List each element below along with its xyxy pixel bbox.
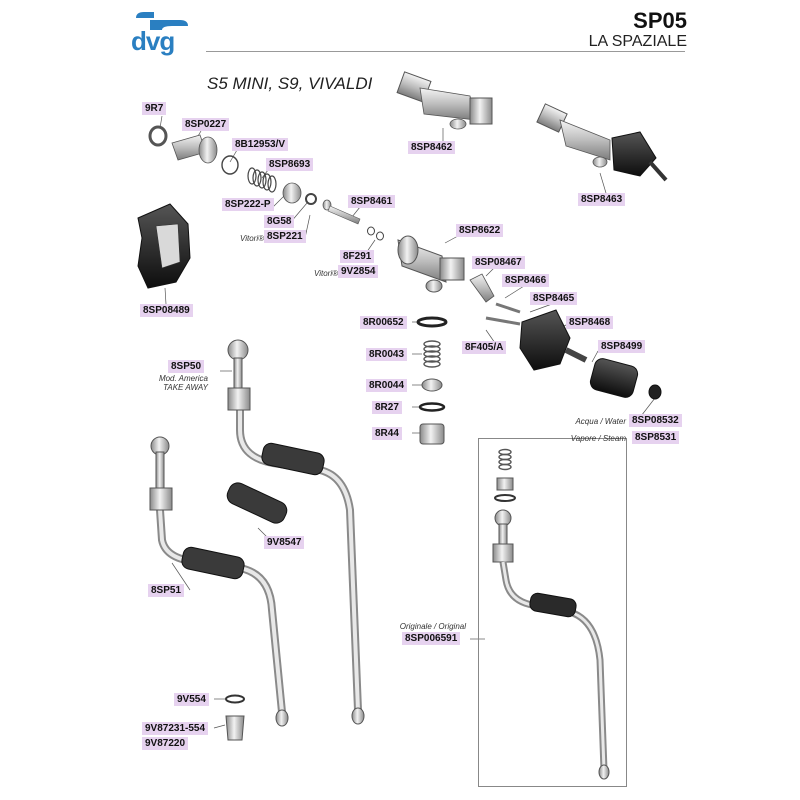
faucet-logo-icon (136, 12, 188, 30)
part-label-8sp8499: 8SP8499 (598, 340, 646, 353)
viton-note-2: Vitori® (314, 269, 338, 278)
part-label-8sp50: 8SP50 (168, 360, 205, 373)
grip-9v8547 (226, 482, 288, 524)
steam-note: Vapore / Steam (570, 434, 626, 443)
part-label-8sp51: 8SP51 (148, 584, 185, 597)
part-label-8sp8468: 8SP8468 (566, 316, 614, 329)
valve-body-8sp8622 (397, 235, 521, 326)
part-label-8sp8461: 8SP8461 (348, 195, 396, 208)
part-label-9r7: 9R7 (142, 102, 167, 115)
part-label-9v8547: 9V8547 (264, 536, 305, 549)
part-label-8sp8466: 8SP8466 (502, 274, 550, 287)
water-note: Acqua / Water (575, 417, 626, 426)
part-label-8sp8531: 8SP8531 (632, 431, 680, 444)
original-note: Originale / Original (399, 622, 466, 631)
part-label-8sp222p: 8SP222-P (222, 198, 274, 211)
valve-parts-group (148, 125, 384, 241)
part-label-8sp08467: 8SP08467 (472, 256, 525, 269)
part-label-9v2854: 9V2854 (338, 265, 379, 278)
part-label-8sp006591: 8SP006591 (402, 632, 461, 645)
part-label-8f405a: 8F405/A (462, 341, 507, 354)
brand-name: LA SPAZIALE (588, 33, 687, 50)
take-away-note: TAKE AWAY (163, 383, 208, 392)
part-label-9v554: 9V554 (174, 693, 209, 706)
part-label-8f291: 8F291 (340, 250, 375, 263)
viton-note-1: Vitori® (240, 234, 264, 243)
part-label-9v87220: 9V87220 (142, 737, 189, 750)
part-label-8sp08532: 8SP08532 (629, 414, 682, 427)
part-label-8g58: 8G58 (264, 215, 295, 228)
part-label-9v87231-554: 9V87231-554 (142, 722, 209, 735)
part-label-8sp8622: 8SP8622 (456, 224, 504, 237)
part-label-8sp8462: 8SP8462 (408, 141, 456, 154)
part-label-8r0044: 8R0044 (366, 379, 408, 392)
part-label-8sp8465: 8SP8465 (530, 292, 578, 305)
steam-wand-8sp50 (227, 339, 365, 725)
page-code: SP05 (633, 8, 687, 33)
part-label-8r0043: 8R0043 (366, 348, 408, 361)
small-parts-column (416, 316, 448, 445)
models-title: S5 MINI, S9, VIVALDI (207, 74, 373, 93)
part-label-8sp8693: 8SP8693 (266, 158, 314, 171)
knob-8sp8499 (589, 358, 662, 400)
part-label-8r44: 8R44 (372, 427, 402, 440)
part-label-8sp8463: 8SP8463 (578, 193, 626, 206)
tap-part-8sp8462 (396, 71, 493, 130)
part-label-8sp221: 8SP221 (264, 230, 306, 243)
mod-america-note: Mod. America (158, 374, 208, 383)
logo-text: dvg (131, 26, 175, 56)
header-rule (206, 51, 685, 52)
part-label-8b12953v: 8B12953/V (232, 138, 289, 151)
tap-part-8sp8463 (536, 103, 668, 182)
tip-parts (225, 694, 245, 741)
original-part-frame (478, 438, 627, 787)
original-wand-8sp006591 (492, 448, 610, 780)
knob-part (137, 203, 191, 289)
steam-knob-8sp8468 (519, 309, 588, 371)
part-label-8sp08489: 8SP08489 (140, 304, 193, 317)
part-label-8r27: 8R27 (372, 401, 402, 414)
steam-wand-8sp51 (149, 436, 289, 727)
part-label-8r00652: 8R00652 (360, 316, 407, 329)
part-label-8sp0227: 8SP0227 (182, 118, 230, 131)
